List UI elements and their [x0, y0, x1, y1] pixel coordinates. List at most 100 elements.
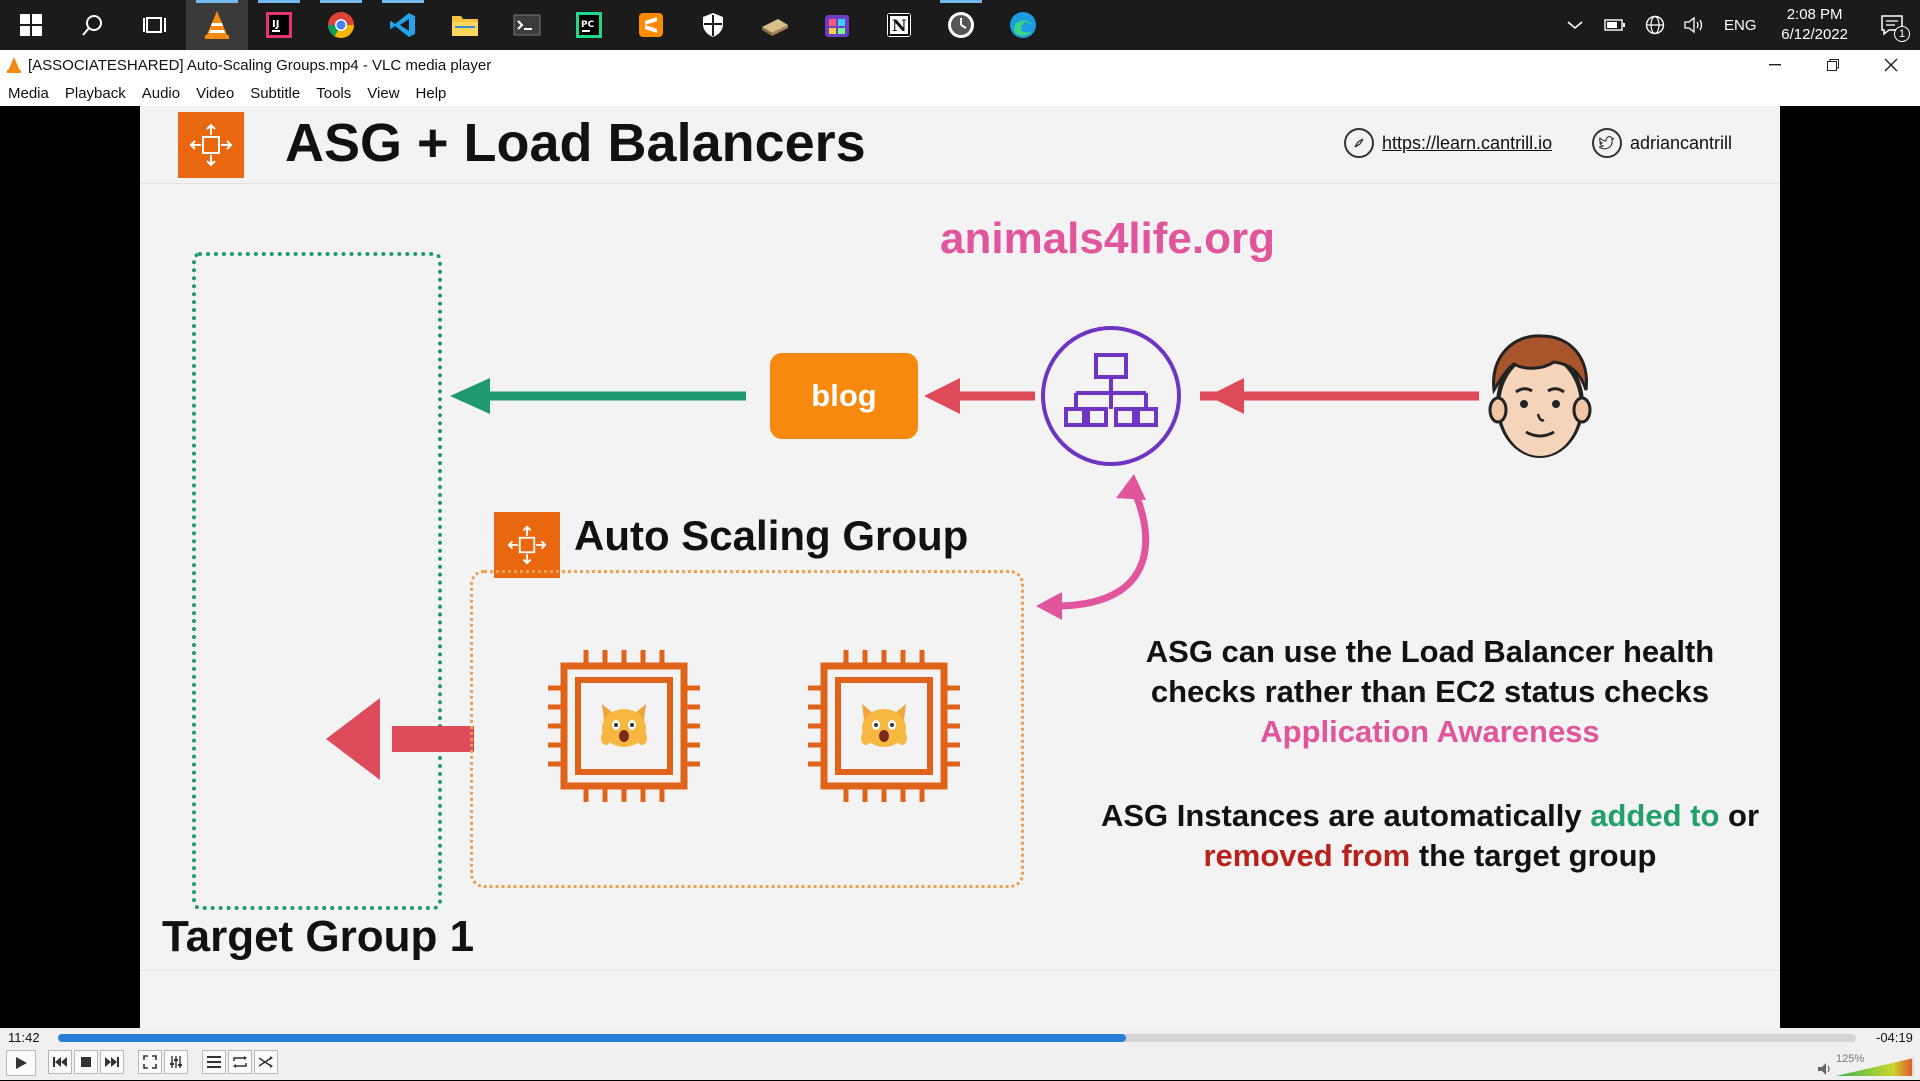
notification-count-badge: 1	[1894, 26, 1910, 42]
extended-settings-button[interactable]	[164, 1050, 188, 1074]
health-check-note: ASG can use the Load Balancer health che…	[1070, 632, 1780, 752]
volume-percent: 125%	[1836, 1053, 1865, 1065]
svg-text:PC: PC	[581, 20, 595, 30]
slide-title: ASG + Load Balancers	[285, 113, 866, 173]
vlc-cone-icon	[0, 57, 28, 73]
twitter-bird-icon	[1592, 128, 1622, 158]
slide: ASG + Load Balancers https://learn.cantr…	[140, 106, 1780, 1028]
ec2-instance-icon	[546, 648, 702, 809]
note2-part-c: or	[1719, 798, 1760, 833]
pycharm-app-icon[interactable]: PC	[558, 0, 620, 50]
load-balancer-icon	[1040, 325, 1182, 472]
seek-bar[interactable]	[58, 1034, 1856, 1042]
windows-taskbar: IJ PC N	[0, 0, 1920, 50]
battery-icon[interactable]	[1595, 0, 1635, 50]
twitter-username: adriancantrill	[1630, 132, 1733, 153]
note2-part-a: ASG Instances are automatically	[1100, 798, 1591, 833]
network-globe-icon[interactable]	[1635, 0, 1675, 50]
start-menu-icon[interactable]	[0, 0, 62, 50]
svg-text:IJ: IJ	[272, 19, 279, 30]
fullscreen-button[interactable]	[138, 1050, 162, 1074]
shuffle-button[interactable]	[254, 1050, 278, 1074]
asg-box	[470, 570, 1024, 888]
removed-from-text: removed from	[1203, 838, 1411, 873]
ec2-instance-icon	[806, 648, 962, 809]
asg-group-icon	[494, 512, 560, 578]
slide-footer-line	[140, 970, 1780, 971]
website-link: https://learn.cantrill.io	[1344, 128, 1552, 158]
svg-text:N: N	[892, 16, 907, 35]
compass-icon	[1344, 128, 1374, 158]
loop-button[interactable]	[228, 1050, 252, 1074]
menu-audio[interactable]: Audio	[141, 84, 181, 102]
intellij-app-icon[interactable]: IJ	[248, 0, 310, 50]
player-controls: 11:42 -04:19 125%	[0, 1028, 1920, 1080]
close-button[interactable]	[1862, 50, 1920, 80]
asg-label: Auto Scaling Group	[574, 512, 969, 559]
target-group-label: Target Group 1	[162, 912, 475, 961]
security-app-icon[interactable]	[682, 0, 744, 50]
arrow-to-target-group	[450, 378, 746, 414]
app-icon-12[interactable]	[806, 0, 868, 50]
menu-media[interactable]: Media	[8, 84, 49, 102]
file-explorer-app-icon[interactable]	[434, 0, 496, 50]
language-indicator[interactable]: ENG	[1724, 16, 1757, 34]
added-to-text: added to	[1590, 798, 1720, 833]
task-view-icon[interactable]	[124, 0, 186, 50]
system-tray: ENG 2:08 PM 6/12/2022 1	[1555, 0, 1920, 50]
chrome-app-icon[interactable]	[310, 0, 372, 50]
next-button[interactable]	[100, 1050, 124, 1074]
seek-bar-fill	[58, 1034, 1126, 1042]
chevron-up-icon[interactable]	[1555, 0, 1595, 50]
menu-view[interactable]: View	[367, 84, 400, 102]
menu-tools[interactable]: Tools	[316, 84, 352, 102]
slide-header: ASG + Load Balancers https://learn.cantr…	[140, 106, 1780, 184]
vscode-app-icon[interactable]	[372, 0, 434, 50]
domain-label: animals4life.org	[940, 214, 1276, 263]
speaker-icon[interactable]	[1675, 0, 1715, 50]
taskbar-clock[interactable]: 2:08 PM 6/12/2022	[1765, 5, 1864, 45]
stop-button[interactable]	[74, 1050, 98, 1074]
notification-center-icon[interactable]: 1	[1864, 0, 1920, 50]
volume-speaker-icon[interactable]	[1818, 1062, 1834, 1080]
play-button[interactable]	[6, 1050, 36, 1076]
menu-video[interactable]: Video	[196, 84, 235, 102]
menu-subtitle[interactable]: Subtitle	[250, 84, 301, 102]
menu-help[interactable]: Help	[415, 84, 447, 102]
clock-app-icon[interactable]	[930, 0, 992, 50]
arrow-lb-to-blog	[924, 378, 1035, 414]
health-check-arrow	[1036, 474, 1150, 620]
previous-button[interactable]	[48, 1050, 72, 1074]
video-area[interactable]: ASG + Load Balancers https://learn.cantr…	[0, 106, 1920, 1028]
minimize-button[interactable]	[1746, 50, 1804, 80]
menu-playback[interactable]: Playback	[64, 84, 126, 102]
target-group-note: ASG Instances are automatically added to…	[1040, 796, 1780, 876]
note2-part-e: the target group	[1410, 838, 1657, 873]
sublime-app-icon[interactable]	[620, 0, 682, 50]
window-titlebar: [ASSOCIATESHARED] Auto-Scaling Groups.mp…	[0, 50, 1920, 80]
user-face-icon	[1484, 328, 1596, 469]
clock-date: 6/12/2022	[1781, 26, 1848, 43]
volume-slider[interactable]	[1836, 1058, 1914, 1081]
arrow-asg-to-target-group	[326, 698, 474, 780]
website-url: https://learn.cantrill.io	[1382, 132, 1553, 153]
app-icon-11[interactable]	[744, 0, 806, 50]
search-icon[interactable]	[62, 0, 124, 50]
notion-app-icon[interactable]: N	[868, 0, 930, 50]
terminal-app-icon[interactable]	[496, 0, 558, 50]
flow-arrows	[326, 378, 1479, 780]
arrow-user-to-lb	[1200, 378, 1479, 414]
playlist-button[interactable]	[202, 1050, 226, 1074]
elapsed-time: 11:42	[8, 1030, 40, 1045]
remaining-time: -04:19	[1876, 1030, 1913, 1045]
twitter-handle: adriancantrill	[1592, 128, 1732, 158]
asg-logo-icon	[178, 112, 244, 178]
window-title: [ASSOCIATESHARED] Auto-Scaling Groups.mp…	[28, 56, 492, 74]
menu-bar: Media Playback Audio Video Subtitle Tool…	[0, 80, 1920, 106]
vlc-app-icon[interactable]	[186, 0, 248, 50]
restore-button[interactable]	[1804, 50, 1862, 80]
blog-box: blog	[770, 353, 918, 439]
health-check-line-2: checks rather than EC2 status checks	[1150, 674, 1710, 709]
target-group-box	[192, 252, 442, 910]
edge-app-icon[interactable]	[992, 0, 1054, 50]
